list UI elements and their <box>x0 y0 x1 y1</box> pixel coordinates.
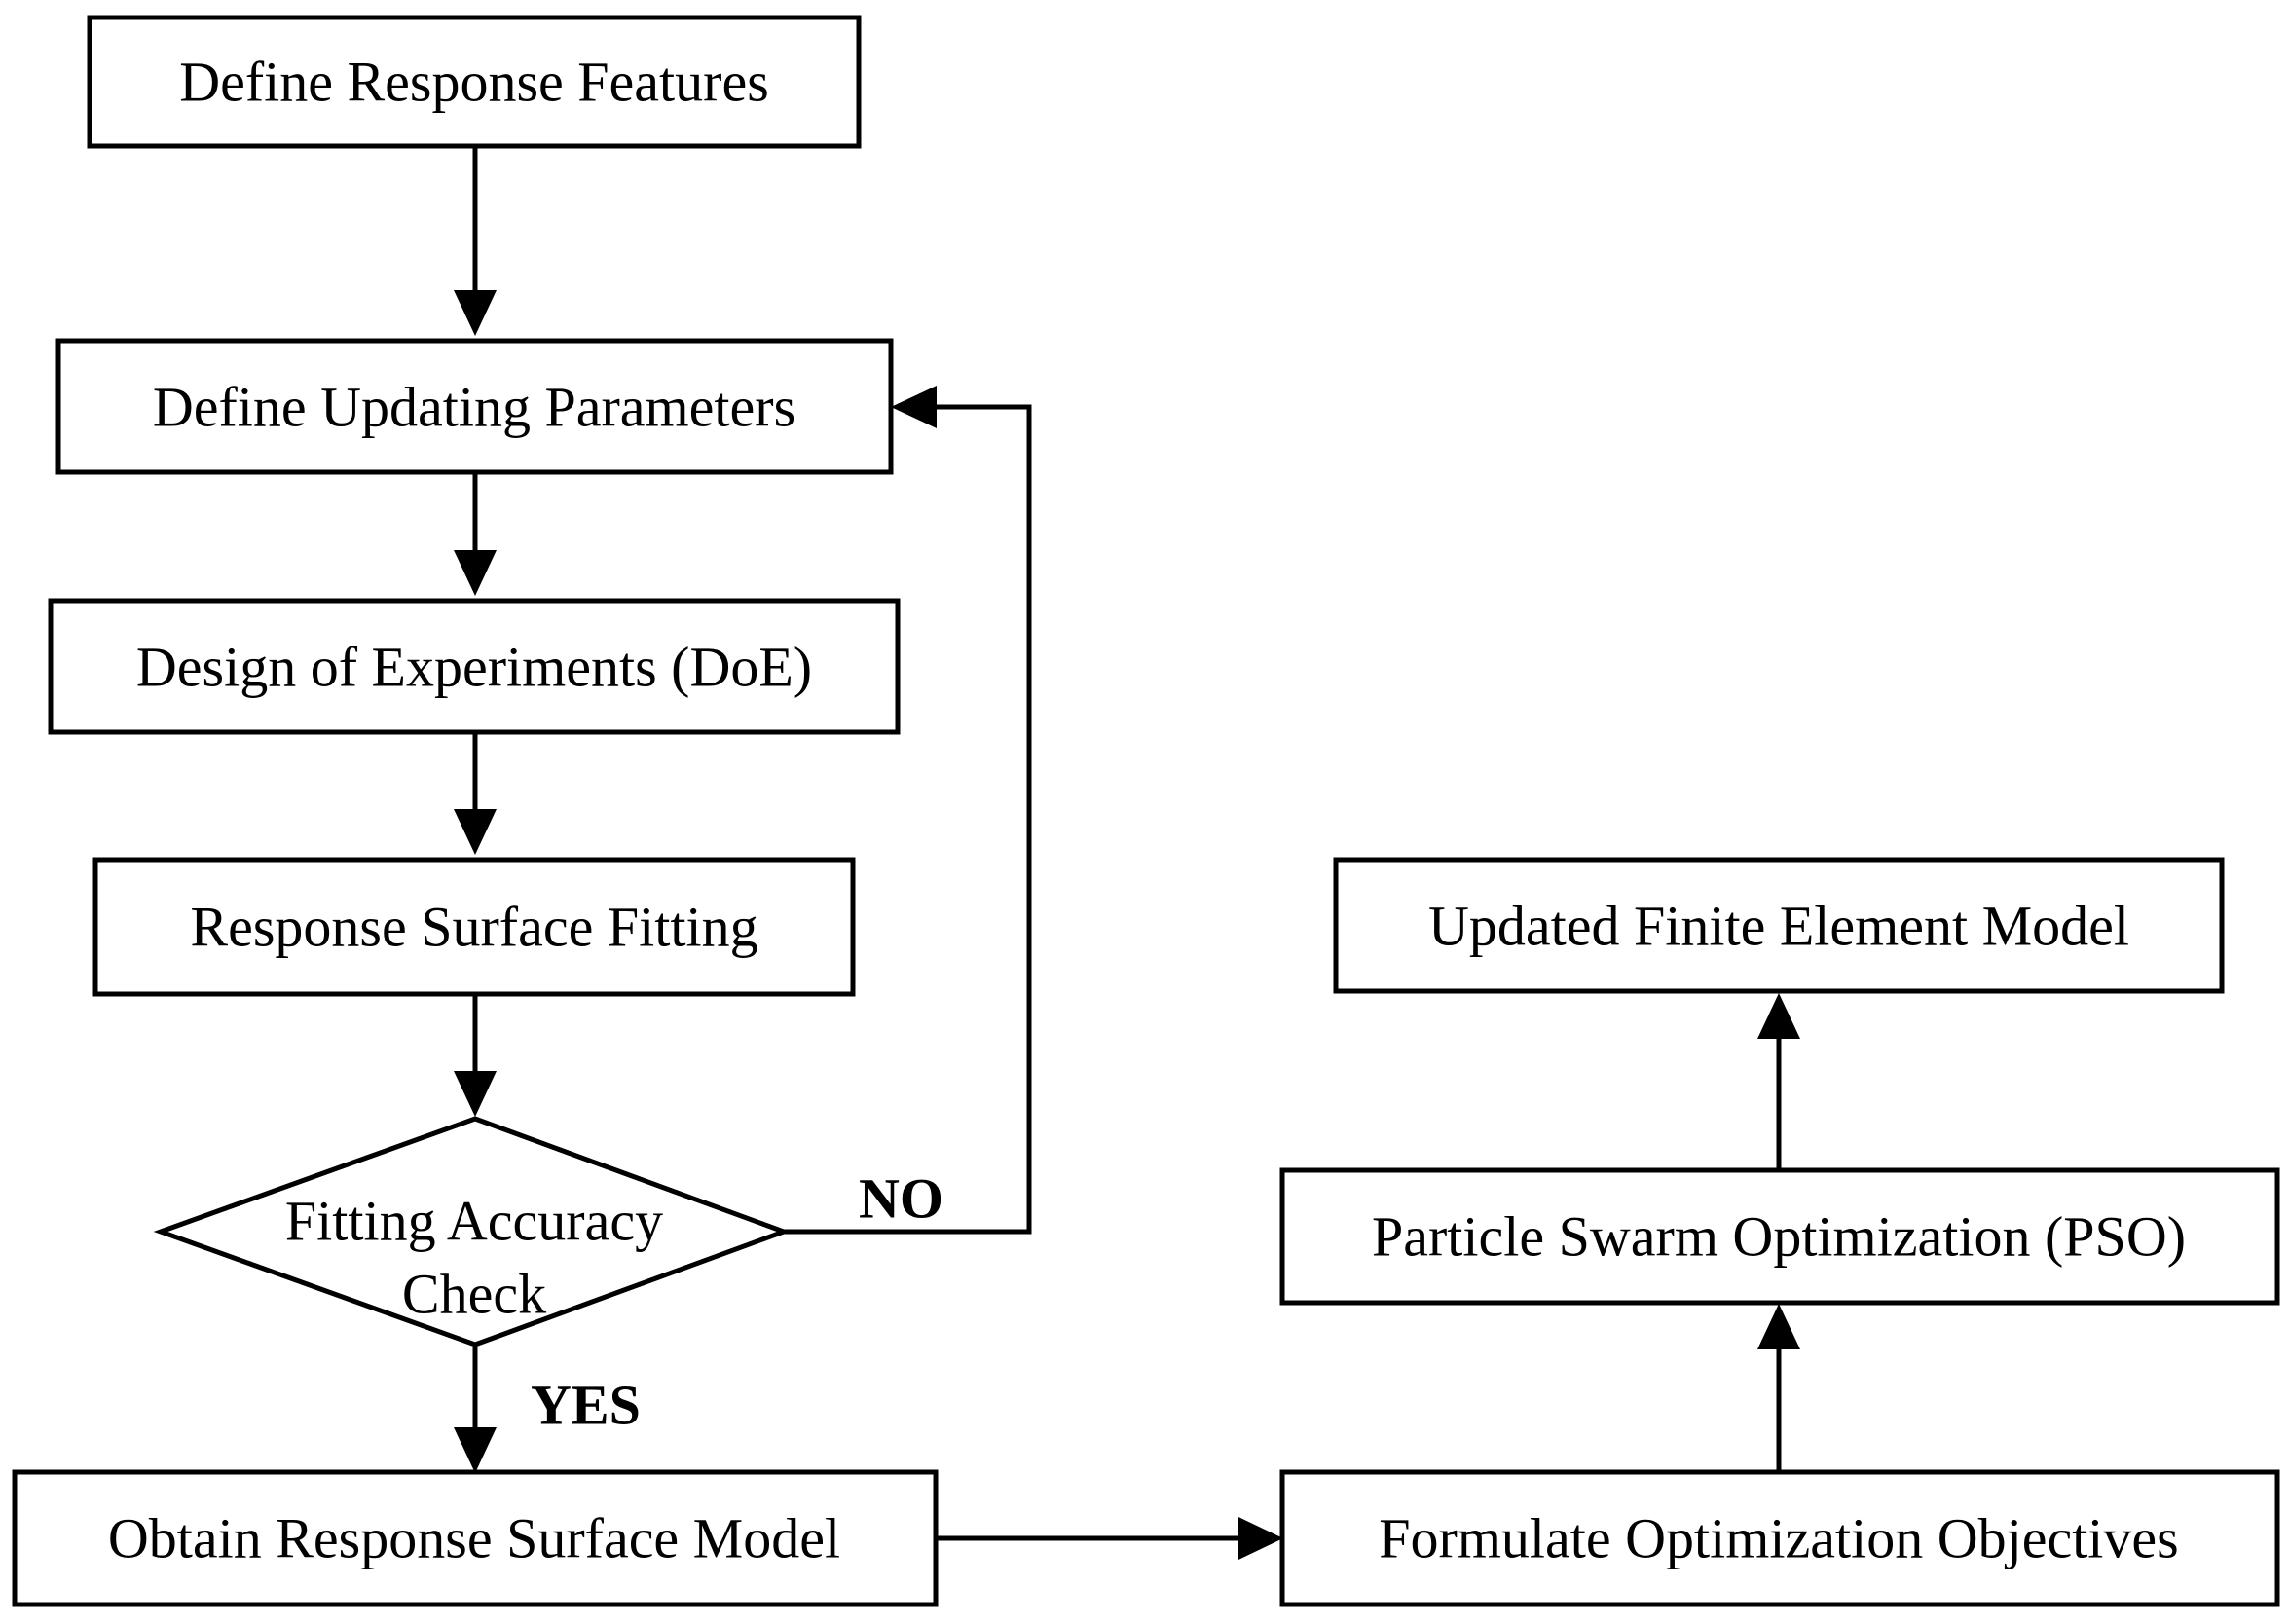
arrowhead-check <box>454 1071 497 1117</box>
node-box <box>92 857 856 997</box>
node-label: Formulate Optimization Objectives <box>1379 1507 2179 1570</box>
node-define-response-features: Define Response Features <box>87 15 862 149</box>
node-particle-swarm-optimization: Particle Swarm Optimization (PSO) <box>1279 1167 2280 1306</box>
arrowhead-formulate <box>1238 1517 1283 1560</box>
node-box <box>12 1469 939 1607</box>
arrowhead-doe <box>454 550 497 596</box>
node-label: Particle Swarm Optimization (PSO) <box>1372 1205 2186 1269</box>
connector-no-feedback-loop <box>784 404 1032 1235</box>
arrowhead-updated <box>1757 993 1800 1039</box>
node-box <box>55 338 894 475</box>
decision-diamond <box>153 1116 792 1347</box>
branch-label-no: NO <box>859 1167 943 1231</box>
node-label: Response Surface Fitting <box>190 896 757 959</box>
node-formulate-optimization-objectives: Formulate Optimization Objectives <box>1279 1469 2280 1607</box>
decision-label-line1: Fitting Accuracy <box>285 1190 663 1253</box>
node-obtain-response-surface-model: Obtain Response Surface Model <box>12 1469 939 1607</box>
node-label: Define Response Features <box>179 51 769 114</box>
node-updated-finite-element-model: Updated Finite Element Model <box>1333 857 2225 994</box>
node-label: Define Updating Parameters <box>153 376 795 439</box>
arrowhead-pso <box>1757 1304 1800 1349</box>
node-box <box>87 15 862 149</box>
decision-label-line2: Check <box>402 1263 546 1326</box>
node-box <box>48 598 901 735</box>
arrowhead-feedback <box>891 386 937 428</box>
connectors <box>454 146 1800 1560</box>
node-design-of-experiments: Design of Experiments (DoE) <box>48 598 901 735</box>
node-box <box>1333 857 2225 994</box>
node-label: Updated Finite Element Model <box>1428 895 2129 958</box>
node-response-surface-fitting: Response Surface Fitting <box>92 857 856 997</box>
arrowhead-parameters <box>454 290 497 336</box>
arrowhead-fitting <box>454 809 497 855</box>
node-box <box>1279 1469 2280 1607</box>
node-box <box>1279 1167 2280 1306</box>
node-define-updating-parameters: Define Updating Parameters <box>55 338 894 475</box>
node-label: Design of Experiments (DoE) <box>136 636 812 699</box>
branch-label-yes: YES <box>531 1374 641 1437</box>
node-label: Obtain Response Surface Model <box>108 1507 840 1570</box>
arrowhead-obtain <box>454 1427 497 1473</box>
decision-fitting-accuracy-check: Fitting Accuracy Check <box>153 1116 792 1347</box>
